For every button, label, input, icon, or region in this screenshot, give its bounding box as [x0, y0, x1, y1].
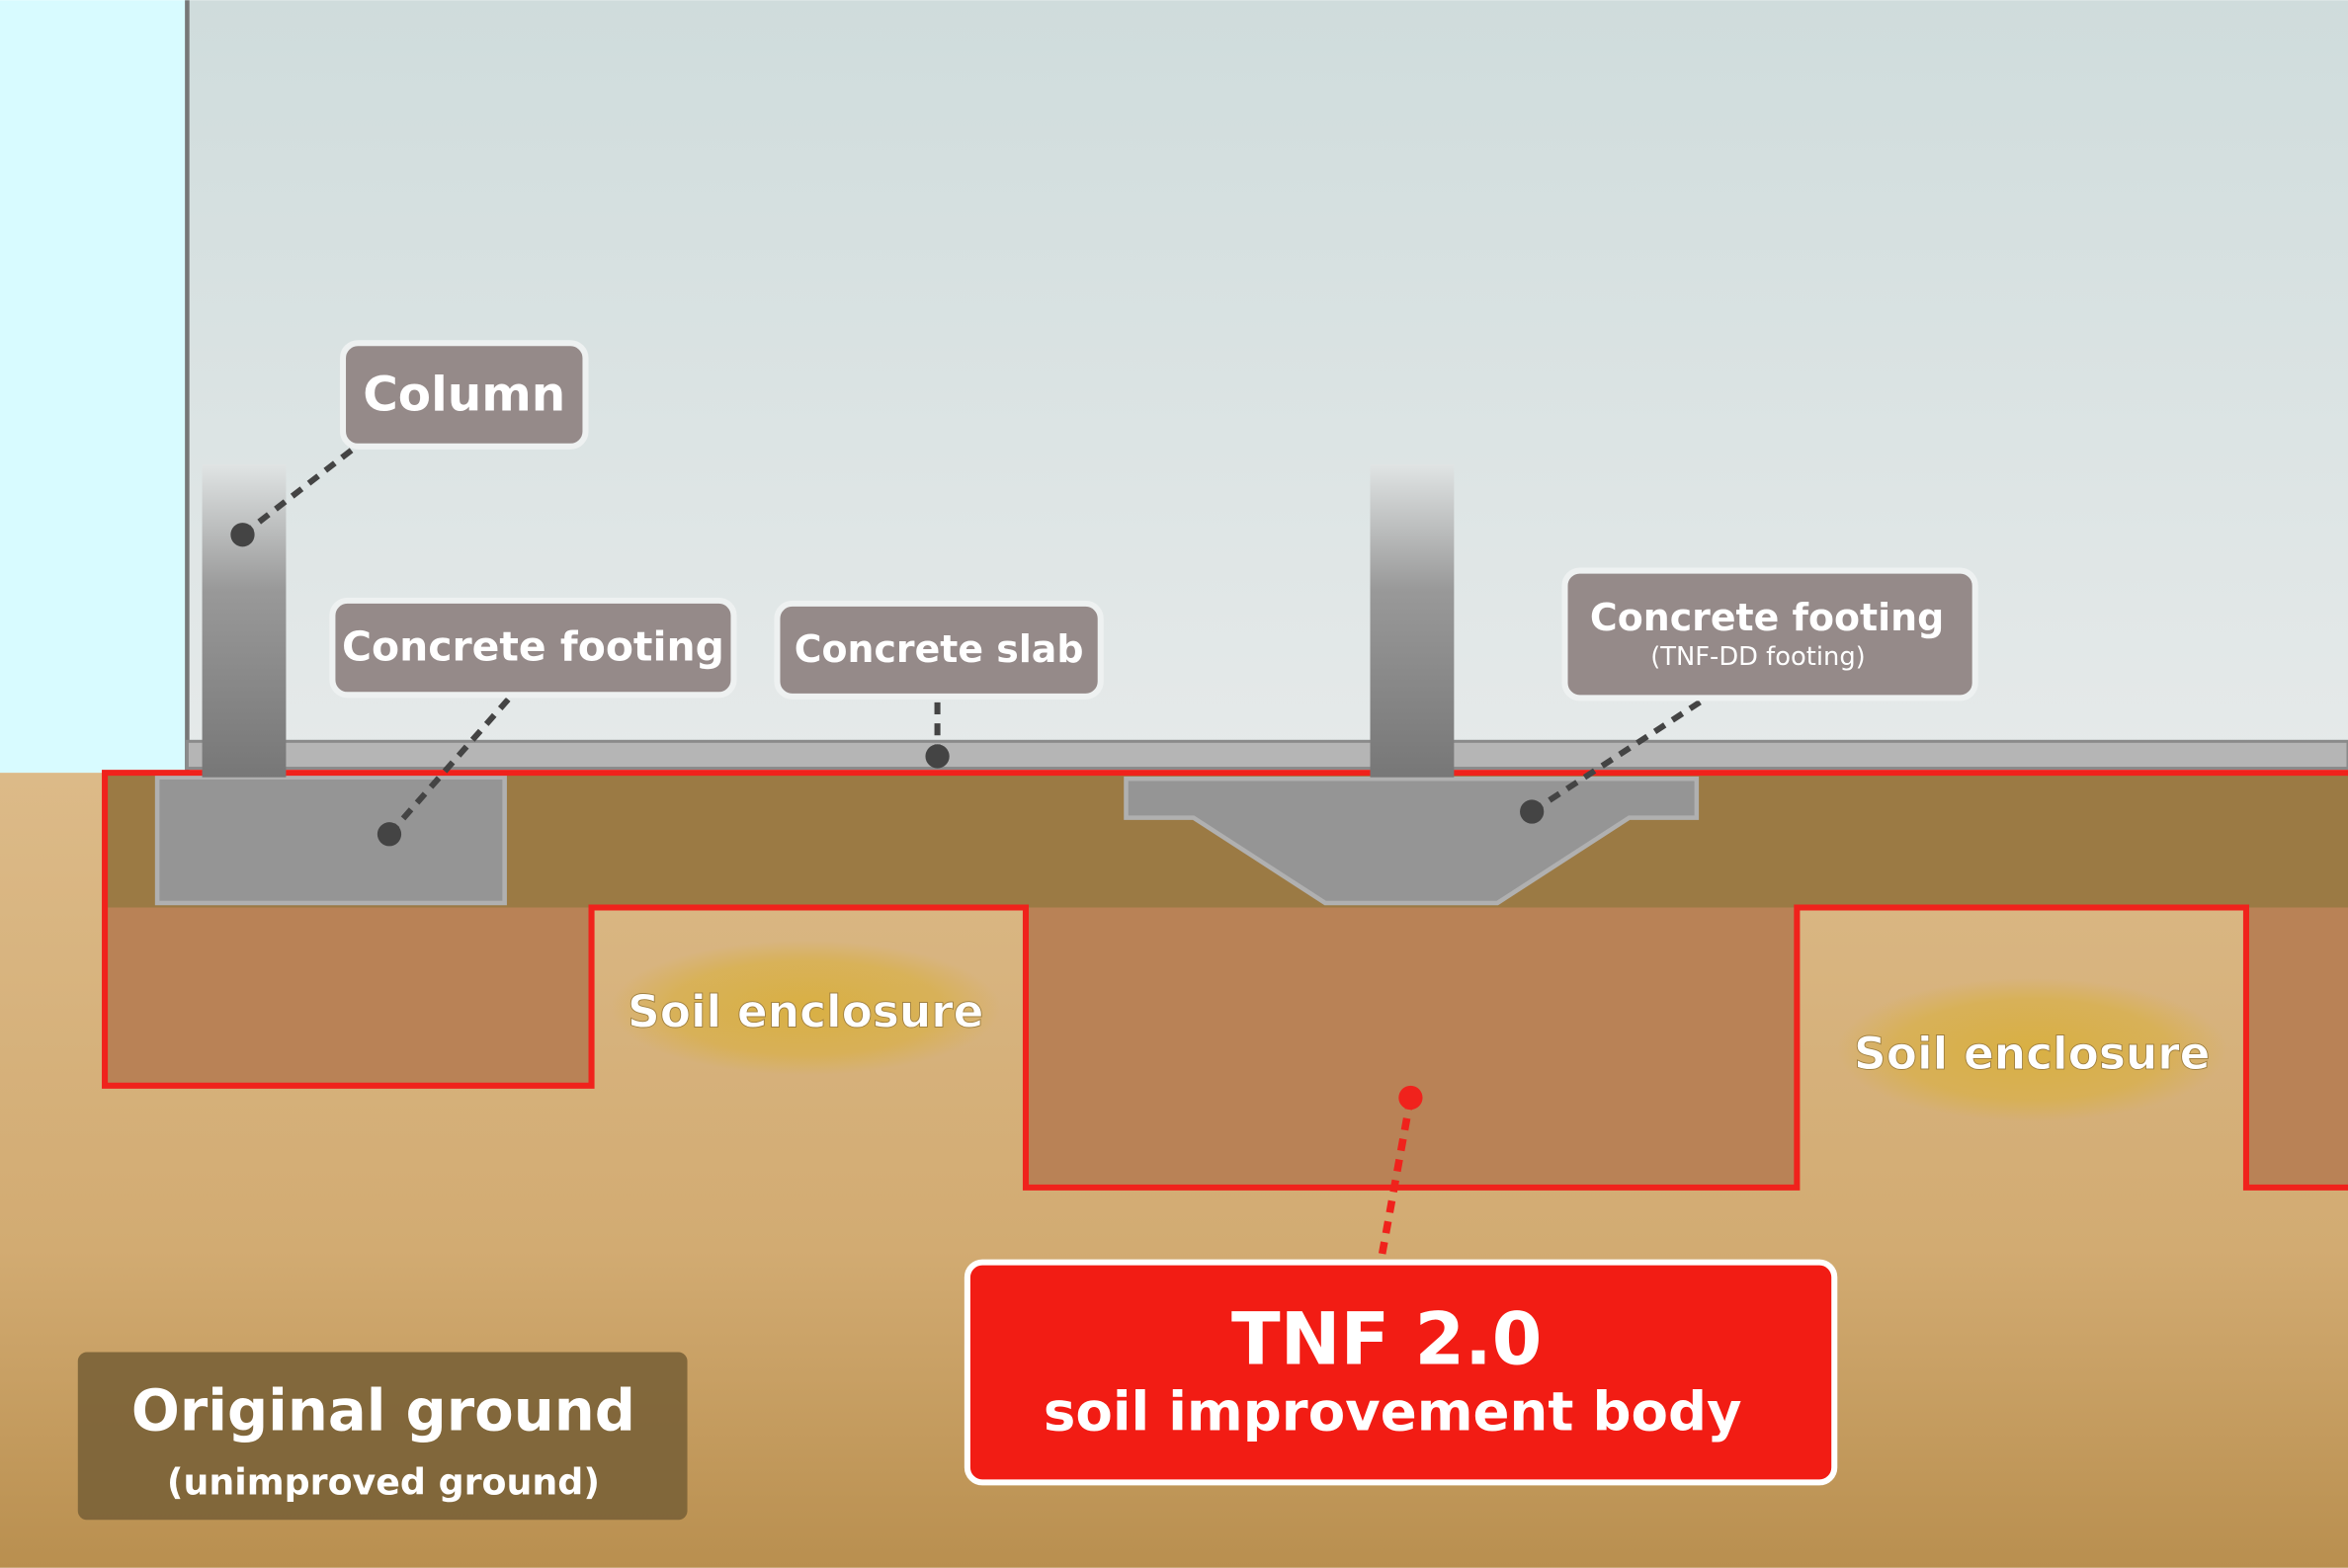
soil-enclosure-glow: [1837, 977, 2227, 1122]
label-footing-right-text: Concrete footing: [1590, 596, 1944, 639]
soil-enclosure-label: Soil enclosure: [1854, 1028, 2210, 1080]
label-column: Column: [339, 340, 589, 450]
sky: [0, 0, 189, 774]
leader-tnf: [1377, 1097, 1415, 1264]
label-slab: Concrete slab: [774, 600, 1104, 700]
concrete-footing-right: [1124, 776, 1700, 906]
label-footing-left-text: Concrete footing: [342, 622, 724, 670]
improvement-outline: [102, 770, 2348, 1191]
pointer-dot-tnf: [1398, 1085, 1423, 1111]
concrete-slab: [185, 739, 2348, 771]
soil-enclosure-label: Soil enclosure: [628, 986, 983, 1038]
tnf-subtitle: soil improvement body: [1044, 1379, 1742, 1443]
label-footing-right: Concrete footing (TNF-DD footing): [1561, 567, 1978, 701]
leader-footing-left: [386, 693, 515, 837]
column-left: [202, 463, 287, 778]
label-slab-text: Concrete slab: [795, 627, 1084, 671]
label-column-text: Column: [363, 367, 565, 422]
pointer-dot: [230, 523, 255, 547]
concrete-footing-left: [154, 775, 507, 906]
original-ground-subtitle: (unimproved ground): [167, 1461, 600, 1504]
soil-enclosure-glow: [611, 940, 1001, 1076]
label-footing-left: Concrete footing: [329, 597, 737, 699]
leader-column: [240, 444, 359, 537]
improved-block-center: [1025, 907, 1798, 1188]
improved-block-right: [2245, 907, 2348, 1188]
pointer-dot: [925, 744, 950, 769]
tnf-label-box: TNF 2.0 soil improvement body: [964, 1259, 1838, 1486]
original-ground-title: Original ground: [131, 1377, 635, 1444]
column-right: [1370, 463, 1455, 778]
improved-block-left: [105, 907, 592, 1086]
pointer-dot: [377, 822, 402, 847]
tnf-title: TNF 2.0: [1231, 1298, 1542, 1382]
leader-footing-right: [1530, 697, 1707, 815]
label-footing-right-sub: (TNF-DD footing): [1650, 642, 1866, 672]
original-ground-box: Original ground (unimproved ground): [77, 1352, 688, 1521]
pointer-dot: [1520, 799, 1545, 824]
